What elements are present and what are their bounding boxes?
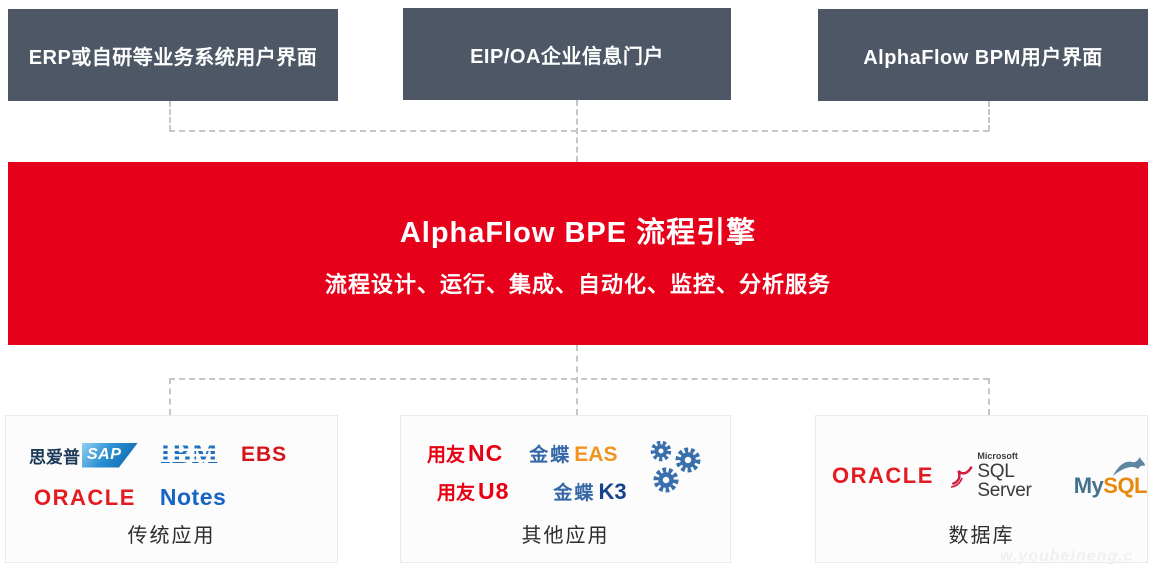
kingdee-eas-logo: 金蝶 EAS [529, 440, 617, 467]
kingdee-k3-cjk-label: 金蝶 [553, 483, 596, 504]
sqlserver-logo: Microsoft SQL Server [950, 452, 1058, 500]
engine-title: AlphaFlow BPE 流程引擎 [399, 216, 757, 249]
databases-label: 数据库 [948, 525, 1015, 547]
connector-top-left-stub [169, 101, 171, 131]
sap-logo: 思爱普 SAP [29, 442, 138, 468]
ibm-logo: IBM [159, 439, 220, 470]
ebs-logo: EBS [241, 443, 288, 466]
box-other-apps: 用友 NC 金蝶 EAS 用友 U8 金蝶 K3 [400, 415, 731, 563]
yonyou-u8-cjk-label: 用友 [437, 483, 476, 504]
box-erp-ui: ERP或自研等业务系统用户界面 [8, 9, 338, 101]
kingdee-eas-latin-label: EAS [574, 443, 618, 466]
mysql-text: My SQL [1073, 472, 1148, 498]
connector-top-horizontal [169, 130, 989, 132]
connector-bottom-horizontal [169, 378, 989, 380]
notes-logo: Notes [159, 484, 227, 510]
box-eip-oa-portal: EIP/OA企业信息门户 [403, 8, 731, 100]
box-erp-ui-label: ERP或自研等业务系统用户界面 [28, 46, 318, 69]
kingdee-k3-latin-label: K3 [598, 479, 627, 504]
yonyou-nc-latin-label: NC [468, 440, 504, 466]
traditional-logo-row-2: ORACLE Notes [34, 484, 226, 511]
connector-bottom-right-stub [988, 378, 990, 415]
engine-subtitle: 流程设计、运行、集成、自动化、监控、分析服务 [324, 271, 831, 297]
oracle-logo: ORACLE [34, 484, 136, 510]
box-databases: ORACLE Microsoft SQL Server My SQL [815, 415, 1148, 563]
oracle-db-logo: ORACLE [832, 463, 934, 488]
box-alphaflow-bpm-ui-label: AlphaFlow BPM用户界面 [863, 46, 1103, 69]
sqlserver-product-label: SQL Server [977, 461, 1032, 501]
traditional-apps-label: 传统应用 [127, 525, 216, 547]
kingdee-k3-logo: 金蝶 K3 [553, 478, 626, 505]
sap-cjk-label: 思爱普 [29, 447, 80, 467]
connector-bottom-middle [576, 345, 578, 415]
yonyou-cjk-label: 用友 [427, 445, 466, 466]
sap-latin-label: SAP [87, 446, 122, 463]
sqlserver-flow-icon [950, 466, 973, 488]
traditional-logo-row-1: 思爱普 SAP IBM EBS [29, 439, 288, 470]
mysql-logo: My SQL [1074, 456, 1147, 497]
kingdee-cjk-label: 金蝶 [529, 445, 572, 466]
connector-top-right-stub [988, 101, 990, 131]
box-traditional-apps: 思爱普 SAP IBM EBS ORACLE Notes 传统应用 [5, 415, 338, 563]
mysql-sql-label: SQL [1103, 472, 1147, 498]
watermark: w.youbeineng.c [1000, 548, 1134, 565]
engine-band: AlphaFlow BPE 流程引擎 流程设计、运行、集成、自动化、监控、分析服… [8, 162, 1148, 345]
box-eip-oa-portal-label: EIP/OA企业信息门户 [470, 45, 664, 68]
mysql-my-label: My [1073, 472, 1104, 498]
yonyou-u8-logo: 用友 U8 [437, 478, 509, 505]
sqlserver-brand-label: Microsoft [977, 451, 1018, 461]
gears-icon [650, 440, 701, 493]
sap-logo-shape: SAP [82, 442, 138, 468]
database-logo-row: ORACLE Microsoft SQL Server My SQL [832, 452, 1147, 501]
mysql-dolphin-icon [1113, 456, 1145, 476]
yonyou-nc-logo: 用友 NC [427, 440, 503, 467]
box-alphaflow-bpm-ui: AlphaFlow BPM用户界面 [818, 9, 1148, 101]
yonyou-u8-latin-label: U8 [478, 478, 510, 504]
other-logo-row-1: 用友 NC 金蝶 EAS [427, 440, 617, 467]
other-apps-label: 其他应用 [521, 525, 610, 547]
sqlserver-text: Microsoft SQL Server [977, 451, 1057, 501]
other-logo-row-2: 用友 U8 金蝶 K3 [437, 478, 627, 505]
connector-top-middle [576, 100, 578, 162]
connector-bottom-left-stub [169, 378, 171, 415]
